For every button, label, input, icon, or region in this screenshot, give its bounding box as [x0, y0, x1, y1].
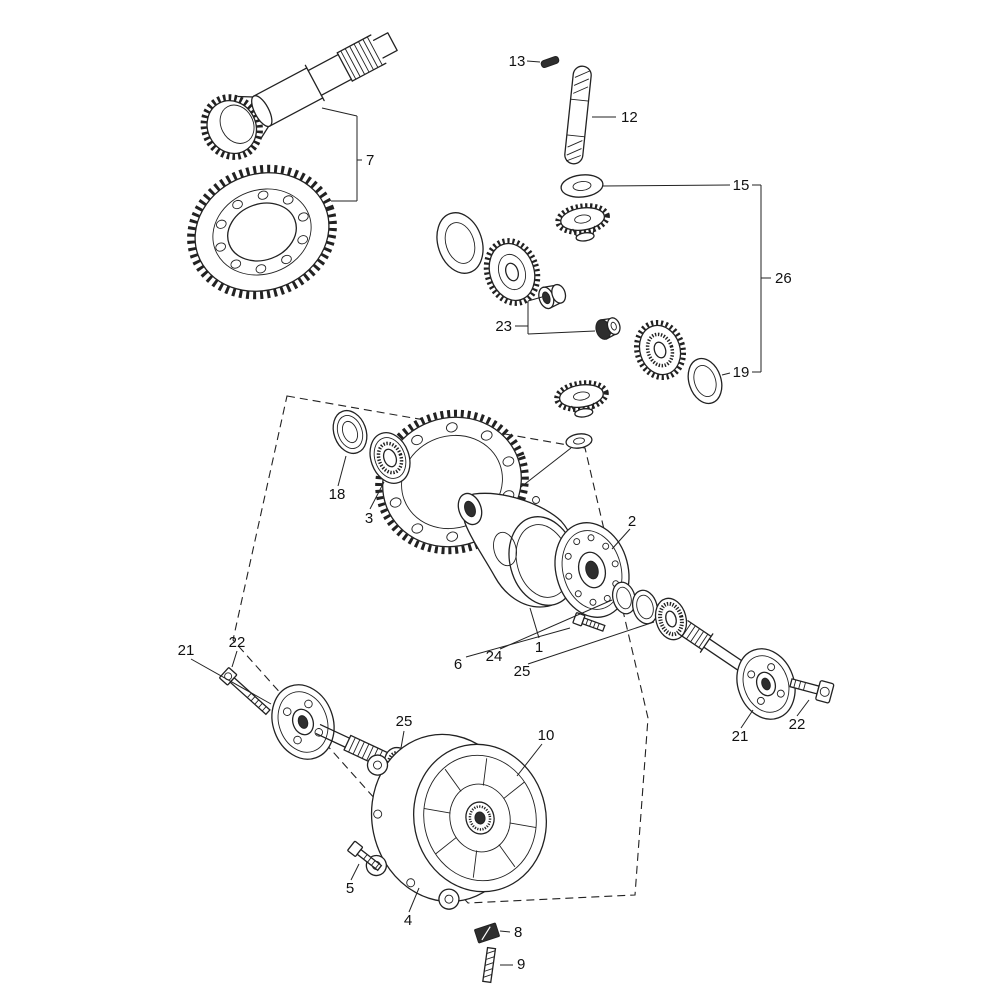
callout-7: 7 [321, 107, 374, 202]
pinion-shaft-12 [564, 65, 592, 165]
part-label: 5 [346, 880, 354, 897]
callout-6: 6 [454, 627, 571, 673]
callout-21-left: 21 [178, 642, 272, 705]
part-label: 22 [229, 634, 246, 651]
left-bolt-threads [246, 692, 267, 712]
drum-ribs [423, 758, 537, 878]
callout-10: 10 [516, 727, 555, 777]
drain-screw [482, 946, 497, 984]
part-label: 10 [538, 727, 555, 744]
callout-9: 9 [500, 956, 525, 973]
callout-8: 8 [499, 924, 522, 941]
part-label: 22 [789, 716, 806, 733]
part-label: 3 [365, 510, 373, 527]
callout-2: 2 [611, 513, 636, 550]
callout-23: 23 [495, 296, 596, 335]
callout-4: 4 [404, 887, 420, 929]
right-bolt-threads [793, 679, 806, 691]
cover-bolt-5 [347, 840, 383, 872]
upper-side-gear [555, 203, 610, 242]
part-label: 4 [404, 912, 412, 929]
dashed-assembly-outline [232, 395, 649, 904]
callout-1: 1 [529, 607, 543, 656]
part-label: 25 [514, 663, 531, 680]
callout-13: 13 [509, 53, 541, 70]
shaft-hatching [565, 70, 590, 162]
magnet-block [474, 922, 500, 944]
part-label: 26 [775, 270, 792, 287]
lower-side-gear [554, 380, 609, 418]
part-label: 1 [535, 639, 543, 656]
spider-gear [633, 319, 687, 381]
part-label: 15 [733, 177, 750, 194]
part-label: 9 [517, 956, 525, 973]
callouts: 13 12 15 26 19 23 7 18 [178, 53, 810, 973]
drive-flange-right [736, 648, 796, 720]
spacer-bushing [538, 283, 567, 310]
thrust-washer-15 [560, 174, 604, 198]
drive-flange-left [271, 684, 335, 760]
pinion-spline-ticks [340, 36, 383, 80]
side-bevel-gear [483, 238, 541, 306]
callout-19: 19 [721, 364, 761, 381]
part-label: 12 [621, 109, 638, 126]
flange-bolt-left [219, 667, 271, 716]
part-label: 23 [495, 318, 512, 335]
part-label: 24 [486, 648, 503, 665]
flange-bolt-right [789, 678, 835, 704]
roll-pin [540, 55, 560, 69]
bearing-25-upper [654, 597, 688, 641]
screw-hatching [483, 950, 496, 978]
part-label: 8 [514, 924, 522, 941]
part-label: 2 [628, 513, 636, 530]
tapered-bearing [369, 432, 411, 484]
part-label: 21 [732, 728, 749, 745]
pinion-gear-shaft [200, 32, 398, 160]
callout-3: 3 [365, 481, 385, 527]
axis-line-washer-to-housing [511, 447, 572, 495]
small-washer [565, 433, 593, 449]
right-shaft-spline [681, 622, 709, 648]
part-label: 19 [733, 364, 750, 381]
callout-18: 18 [329, 455, 347, 503]
callout-12: 12 [592, 109, 638, 126]
callout-15: 15 [601, 177, 761, 194]
left-shaft-spline [348, 737, 383, 765]
crown-wheel [187, 164, 337, 300]
callout-24: 24 [486, 599, 613, 665]
part-label: 18 [329, 486, 346, 503]
part-label: 7 [366, 152, 374, 169]
crown-wheel-bolt-holes [215, 190, 309, 274]
cover-bolt-holes [564, 534, 620, 606]
side-cover-drum [412, 743, 548, 893]
part-label: 6 [454, 656, 462, 673]
callout-5: 5 [346, 863, 360, 897]
callout-22-right: 22 [789, 699, 810, 733]
shaft-seal [332, 409, 368, 455]
part-label: 25 [396, 713, 413, 730]
cover-bolt-threads [363, 854, 380, 869]
callout-26: 26 [760, 185, 792, 372]
lock-nut [595, 317, 621, 340]
callout-25-lower: 25 [396, 713, 413, 749]
washer-19 [687, 357, 723, 405]
differential-cover [554, 522, 630, 618]
callout-22-left: 22 [229, 634, 246, 668]
part-label: 13 [509, 53, 526, 70]
callout-21-right: 21 [732, 709, 754, 745]
shim-washer [436, 212, 484, 274]
part-label: 21 [178, 642, 195, 659]
callout-25-upper: 25 [514, 621, 655, 680]
